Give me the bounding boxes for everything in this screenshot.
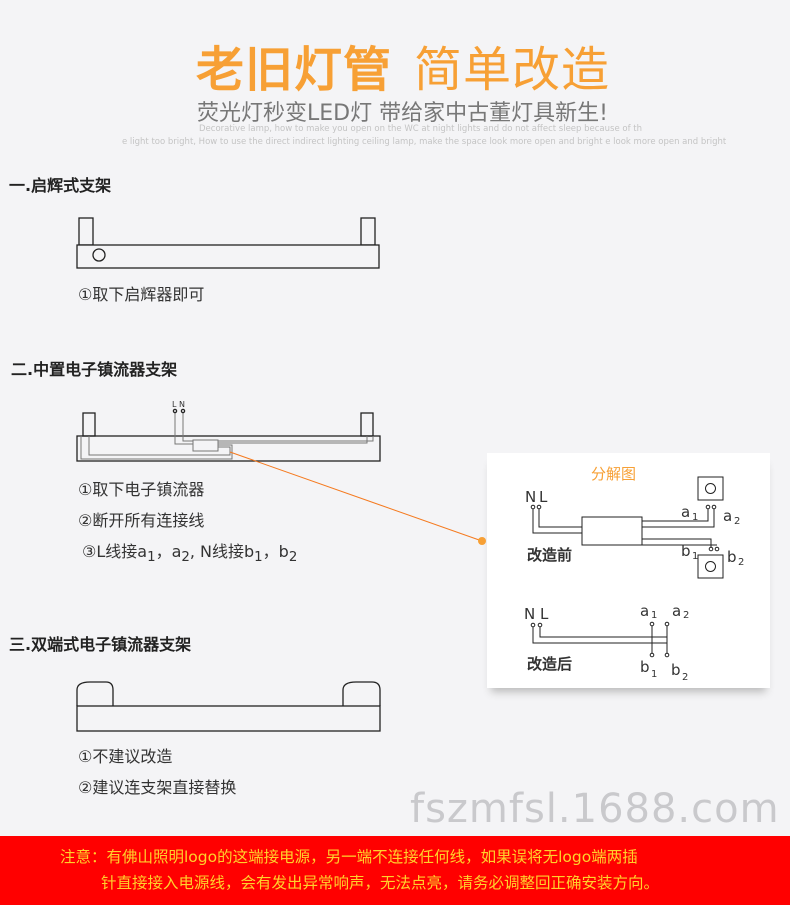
sub: 2: [682, 672, 688, 683]
wiring-after: [530, 621, 670, 658]
socket-icon: [697, 554, 724, 579]
section-3-title: 三.双端式电子镇流器支架: [9, 635, 192, 654]
diagram-title: 分解图: [591, 465, 636, 483]
sub: 1: [651, 669, 657, 680]
sub: 1: [692, 512, 698, 523]
subtitle: 荧光灯秒变LED灯 带给家中古董灯具新生!: [197, 101, 608, 126]
section-2-step-2: ②断开所有连接线: [78, 511, 205, 530]
leader-dot: [478, 537, 486, 545]
label-b1: b: [681, 542, 691, 560]
before-label: 改造前: [527, 546, 572, 564]
english-line-1: Decorative lamp, how to make you open on…: [199, 124, 643, 134]
sub: 2: [683, 610, 689, 621]
socket-icon: [697, 476, 724, 501]
sub: 1: [651, 610, 657, 621]
notice-line-2: 针直接接入电源线，会有发出异常响声，无法点亮，请务必调整回正确安装方向。: [101, 874, 660, 892]
label-b1: b: [640, 658, 650, 676]
wire-labels: L N: [172, 400, 185, 409]
ballast-fixture-drawing: L N: [76, 400, 486, 545]
sub: 1: [692, 551, 698, 562]
step3-text: , N线接b: [189, 542, 255, 561]
sub: 1: [147, 550, 156, 566]
section-3-step-2: ②建议连支架直接替换: [78, 778, 237, 797]
after-label: 改造后: [527, 655, 572, 673]
label-a2: a: [723, 507, 732, 525]
notice-line-1: 注意：有佛山照明logo的这端接电源，另一端不连接任何线，如果误将无logo端两…: [60, 848, 638, 866]
label-a1: a: [640, 602, 649, 620]
label-L: L: [540, 605, 549, 623]
sub: 1: [254, 550, 263, 566]
section-2-title: 二.中置电子镇流器支架: [11, 360, 178, 379]
label-b2: b: [727, 548, 737, 566]
label-b2: b: [671, 661, 681, 679]
sub: 2: [288, 550, 298, 566]
english-line-2: e light too bright, How to use the direc…: [122, 137, 727, 147]
sub: 2: [734, 516, 740, 527]
step3-text: ③L线接a: [82, 542, 148, 561]
starter-fixture-drawing: [76, 217, 380, 269]
label-L: L: [539, 488, 548, 506]
section-3-step-1: ①不建议改造: [78, 747, 173, 766]
section-2-step-1: ①取下电子镇流器: [78, 480, 205, 499]
step3-text: ，a: [155, 542, 182, 561]
leader-line: [229, 451, 483, 542]
label-a1: a: [681, 503, 690, 521]
wiring-before: [530, 476, 724, 579]
title-bold: 老旧灯管: [196, 42, 393, 98]
section-1-title: 一.启辉式支架: [9, 176, 112, 195]
label-a2: a: [672, 602, 681, 620]
double-ended-fixture-drawing: [76, 681, 381, 732]
notice-banner: 注意：有佛山照明logo的这端接电源，另一端不连接任何线，如果误将无logo端两…: [0, 836, 790, 905]
sub: 2: [738, 557, 744, 568]
label-N: N: [525, 488, 536, 506]
title-light: 简单改造: [414, 42, 611, 98]
watermark: fszmfsl.1688.com: [410, 786, 780, 832]
section-1-step-1: ①取下启辉器即可: [78, 285, 205, 304]
section-2-step-3: ③L线接a1，a2, N线接b1，b2: [82, 538, 297, 565]
step3-text: ，b: [262, 542, 289, 561]
sub: 2: [181, 550, 190, 566]
label-N: N: [524, 605, 535, 623]
